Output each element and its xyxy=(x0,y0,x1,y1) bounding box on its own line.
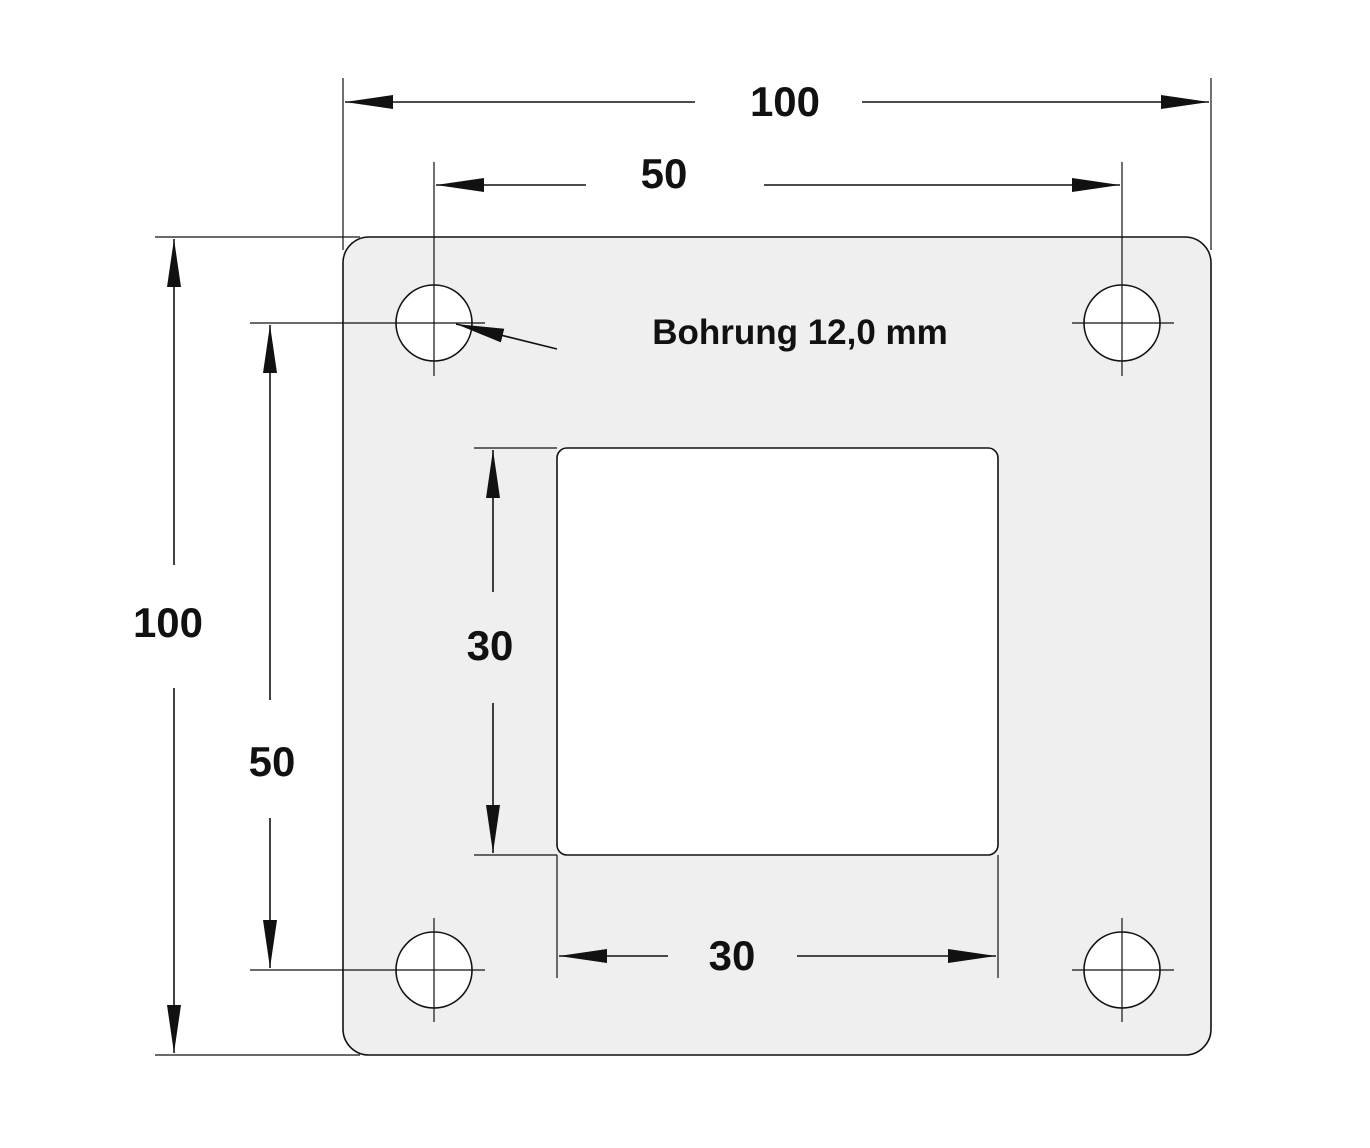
mounting-hole-top-right xyxy=(1072,162,1174,376)
dimension-cutout-width: 30 xyxy=(559,932,996,979)
extension-lines xyxy=(155,78,1212,1056)
mounting-hole-top-left xyxy=(250,162,485,376)
dimension-hole-spacing-horizontal: 50 xyxy=(436,150,1120,197)
dimension-label-cutout-height: 30 xyxy=(467,622,514,669)
dimension-hole-spacing-vertical: 50 xyxy=(249,325,296,968)
dimension-label-plate-width: 100 xyxy=(750,78,820,125)
bore-label: Bohrung 12,0 mm xyxy=(652,313,948,352)
dimension-plate-height: 100 xyxy=(133,239,203,1053)
dimension-label-hole-spacing-horizontal: 50 xyxy=(641,150,688,197)
square-cutout xyxy=(556,447,999,856)
bore-annotation: Bohrung 12,0 mm xyxy=(455,313,948,352)
dimension-cutout-height: 30 xyxy=(467,450,514,853)
dimension-label-cutout-width: 30 xyxy=(709,932,756,979)
mounting-hole-bottom-right xyxy=(1072,918,1174,1022)
dimension-label-hole-spacing-vertical: 50 xyxy=(249,738,296,785)
dimension-label-plate-height: 100 xyxy=(133,599,203,646)
dimension-plate-width: 100 xyxy=(345,78,1209,125)
mounting-hole-bottom-left xyxy=(250,918,485,1022)
